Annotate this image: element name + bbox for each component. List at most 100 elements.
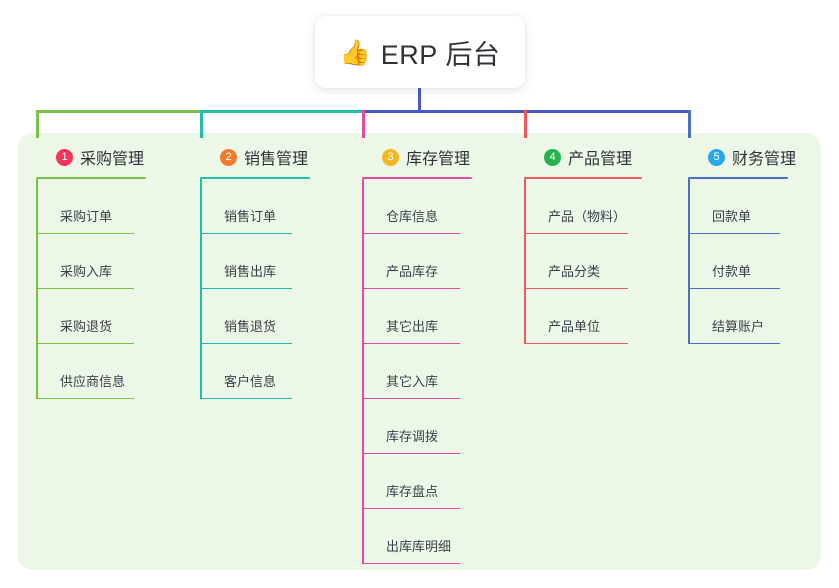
menu-item-rule	[36, 397, 134, 399]
menu-item-label: 采购订单	[60, 209, 113, 224]
menu-item-rule	[36, 287, 134, 289]
menu-item-rule	[688, 342, 780, 344]
bus-segment-2	[200, 110, 362, 113]
column-badge-5: 5	[708, 148, 725, 166]
menu-item[interactable]: 其它出库	[362, 289, 472, 344]
menu-item[interactable]: 销售订单	[200, 179, 310, 234]
menu-item-rule	[36, 342, 134, 344]
menu-item-rule	[362, 452, 460, 454]
menu-item-label: 出库库明细	[386, 539, 452, 554]
column-header-4[interactable]: 4 产品管理	[524, 146, 642, 168]
menu-item-rule	[688, 232, 780, 234]
menu-item[interactable]: 产品单位	[524, 289, 642, 344]
page-title: ERP 后台	[380, 39, 501, 70]
column-rule-5	[688, 177, 788, 179]
column-badge-4: 4	[544, 148, 561, 166]
menu-item-label: 仓库信息	[386, 209, 439, 224]
menu-item-label: 结算账户	[712, 319, 765, 334]
menu-item-rule	[200, 287, 292, 289]
menu-item[interactable]: 采购订单	[36, 179, 146, 234]
menu-item[interactable]: 付款单	[688, 234, 796, 289]
thumbs-up-icon: 👍	[339, 38, 371, 67]
menu-item-label: 产品库存	[386, 264, 439, 279]
menu-item[interactable]: 产品库存	[362, 234, 472, 289]
menu-item-label: 库存调拨	[386, 429, 439, 444]
menu-item[interactable]: 供应商信息	[36, 344, 146, 399]
column-4: 4 产品管理产品（物料） 产品分类产品单位	[524, 146, 642, 344]
column-header-1[interactable]: 1 采购管理	[36, 146, 146, 168]
column-spine-1	[36, 179, 38, 399]
menu-item[interactable]: 采购入库	[36, 234, 146, 289]
column-items-2: 销售订单销售出库销售退货客户信息	[200, 179, 310, 399]
column-title-4: 产品管理	[568, 151, 633, 168]
title-card[interactable]: 👍 ERP 后台	[315, 16, 525, 88]
drop-3	[362, 110, 365, 138]
menu-item[interactable]: 回款单	[688, 179, 796, 234]
menu-item-rule	[200, 397, 292, 399]
menu-item-label: 其它出库	[386, 319, 439, 334]
column-items-4: 产品（物料） 产品分类产品单位	[524, 179, 642, 344]
menu-item-label: 销售订单	[224, 209, 277, 224]
menu-item-label: 采购退货	[60, 319, 113, 334]
drop-5	[688, 110, 691, 138]
menu-item[interactable]: 产品分类	[524, 234, 642, 289]
column-title-2: 销售管理	[244, 151, 309, 168]
column-2: 2 销售管理销售订单销售出库销售退货客户信息	[200, 146, 310, 399]
menu-item[interactable]: 销售出库	[200, 234, 310, 289]
column-badge-1: 1	[56, 148, 73, 166]
column-rule-2	[200, 177, 310, 179]
menu-item[interactable]: 客户信息	[200, 344, 310, 399]
menu-item-rule	[362, 397, 460, 399]
menu-item-label: 销售出库	[224, 264, 277, 279]
menu-item-rule	[362, 342, 460, 344]
menu-item[interactable]: 采购退货	[36, 289, 146, 344]
menu-item-rule	[524, 287, 628, 289]
menu-item-rule	[200, 342, 292, 344]
menu-item-rule	[688, 287, 780, 289]
menu-item-label: 销售退货	[224, 319, 277, 334]
column-badge-2: 2	[220, 148, 237, 166]
menu-item-label: 客户信息	[224, 374, 277, 389]
column-1: 1 采购管理采购订单采购入库采购退货供应商信息	[36, 146, 146, 399]
diagram-panel	[18, 133, 821, 570]
column-spine-2	[200, 179, 202, 399]
column-header-2[interactable]: 2 销售管理	[200, 146, 310, 168]
drop-4	[524, 110, 527, 138]
menu-item-label: 采购入库	[60, 264, 113, 279]
menu-item[interactable]: 仓库信息	[362, 179, 472, 234]
menu-item[interactable]: 结算账户	[688, 289, 796, 344]
column-items-5: 回款单付款单结算账户	[688, 179, 796, 344]
menu-item[interactable]: 库存盘点	[362, 454, 472, 509]
trunk-stem	[418, 88, 421, 113]
menu-item-rule	[524, 232, 628, 234]
menu-item-label: 产品分类	[548, 264, 601, 279]
menu-item-rule	[362, 507, 460, 509]
drop-1	[36, 110, 39, 138]
menu-item[interactable]: 库存调拨	[362, 399, 472, 454]
column-spine-5	[688, 179, 690, 344]
menu-item[interactable]: 其它入库	[362, 344, 472, 399]
menu-item[interactable]: 产品（物料）	[524, 179, 642, 234]
column-rule-3	[362, 177, 472, 179]
column-title-1: 采购管理	[80, 151, 145, 168]
column-rule-4	[524, 177, 642, 179]
menu-item-label: 库存盘点	[386, 484, 439, 499]
menu-item-label: 回款单	[712, 209, 752, 224]
menu-item-rule	[362, 287, 460, 289]
column-badge-3: 3	[382, 148, 399, 166]
menu-item-label: 产品（物料）	[548, 209, 627, 224]
menu-item-label: 付款单	[712, 264, 752, 279]
menu-item-rule	[362, 562, 460, 564]
menu-item-rule	[362, 232, 460, 234]
column-items-3: 仓库信息产品库存其它出库其它入库库存调拨库存盘点出库库明细	[362, 179, 472, 564]
menu-item[interactable]: 出库库明细	[362, 509, 472, 564]
menu-item[interactable]: 销售退货	[200, 289, 310, 344]
column-spine-3	[362, 179, 364, 564]
menu-item-label: 产品单位	[548, 319, 601, 334]
drop-2	[200, 110, 203, 138]
menu-item-rule	[36, 232, 134, 234]
column-items-1: 采购订单采购入库采购退货供应商信息	[36, 179, 146, 399]
